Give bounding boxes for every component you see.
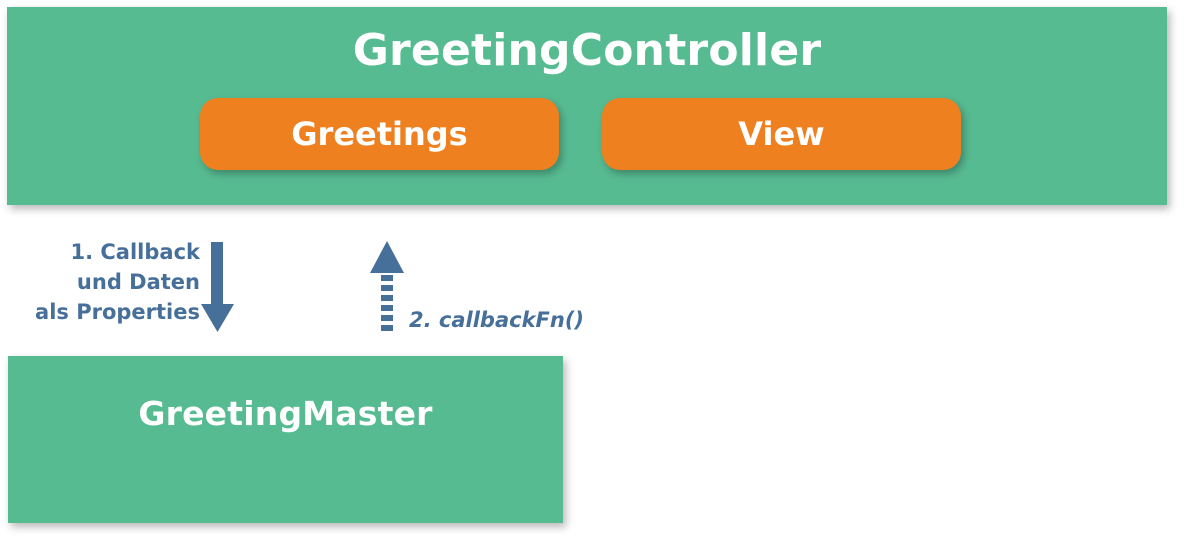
callback-fn-label: 2. callbackFn() [409,308,585,332]
dashed-up-arrow-icon [370,241,404,331]
greeting-master-title: GreetingMaster [138,394,433,433]
down-arrow-icon [201,242,234,332]
callback-data-label-line-1: 1. Callback [70,240,201,264]
greeting-controller-box: GreetingController [7,7,1167,205]
greeting-master-box: GreetingMaster [8,356,563,523]
greetings-label: Greetings [291,115,468,153]
callback-data-label: 1. Callback und Daten als Properties [35,237,200,327]
callback-data-label-line-2: und Daten [76,270,200,294]
greetings-box: Greetings [200,98,559,170]
view-box: View [602,98,961,170]
callback-data-label-line-3: als Properties [35,300,200,324]
greeting-controller-title: GreetingController [352,25,822,76]
view-label: View [738,115,825,153]
